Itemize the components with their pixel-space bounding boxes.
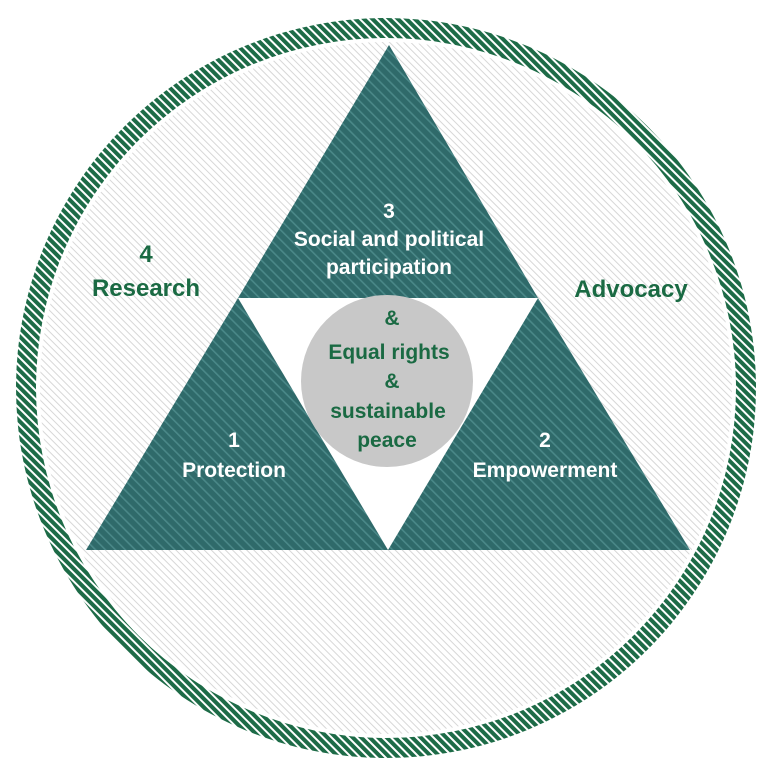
center-circle <box>301 295 473 467</box>
triangle-empowerment <box>388 298 690 550</box>
center-line-4: sustainable <box>330 400 446 423</box>
research-number: 4 <box>139 241 153 268</box>
research-label: Research <box>92 275 200 302</box>
center-line-5: peace <box>357 429 417 452</box>
triangle-participation <box>238 45 538 298</box>
triangle-protection <box>86 298 388 550</box>
protection-number: 1 <box>228 429 240 452</box>
participation-label-line2: participation <box>326 256 452 279</box>
center-line-3: & <box>384 370 399 393</box>
participation-label-line1: Social and political <box>294 228 484 251</box>
participation-number: 3 <box>383 200 395 223</box>
center-line-1: & <box>384 307 399 330</box>
empowerment-label: Empowerment <box>473 459 618 482</box>
advocacy-label: Advocacy <box>574 276 688 303</box>
protection-label: Protection <box>182 459 286 482</box>
center-line-2: Equal rights <box>328 341 449 364</box>
empowerment-number: 2 <box>539 429 551 452</box>
